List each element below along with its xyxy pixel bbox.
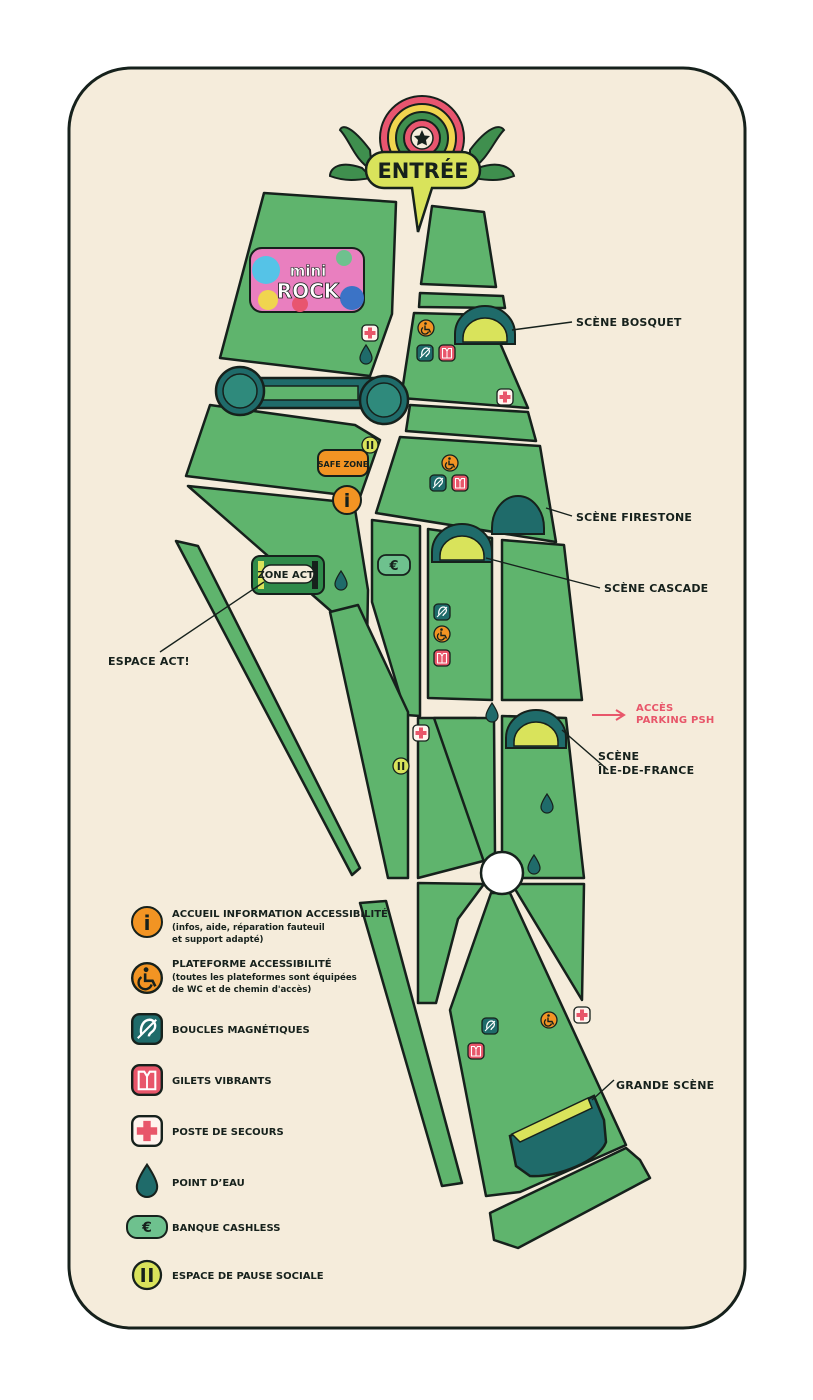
social-pause-icon [131,1259,163,1291]
label-scene-bosquet: SCÈNE BOSQUET [576,316,682,329]
svg-text:€: € [141,1220,152,1236]
svg-text:SAFE ZONE: SAFE ZONE [318,460,368,469]
zone-top-right-strip [417,291,507,310]
first-aid-icon [496,388,514,406]
zone-left-central-strip [328,603,410,880]
svg-text:(infos, aide, réparation faute: (infos, aide, réparation fauteuil [172,922,325,933]
label-scene-idf-line2: ÎLE-DE-FRANCE [598,764,694,777]
legend-item-info: i ACCUEIL INFORMATION ACCESSIBILITÉ (inf… [131,906,388,945]
bridge [214,365,410,426]
svg-text:BANQUE CASHLESS: BANQUE CASHLESS [172,1223,280,1234]
svg-text:et support adapté): et support adapté) [172,934,264,945]
label-scene-idf-line1: SCÈNE [598,750,639,763]
wheelchair-icon [433,625,451,643]
legend-item-hearing-loop: BOUCLES MAGNÉTIQUES [130,1012,310,1046]
wheelchair-icon [417,319,435,337]
wheelchair-icon [441,454,459,472]
stage-bosquet [454,305,516,345]
zone-long-left-strip [174,539,362,877]
hearing-loop-icon [481,1017,499,1035]
safe-zone-badge: SAFE ZONE [317,449,369,477]
label-espace-act: ESPACE ACT! [108,655,190,668]
stage-grande-scene [508,1094,608,1178]
hearing-loop-icon [433,603,451,621]
svg-text:i: i [344,490,351,512]
zone-act-badge: ZONE ACT! [251,555,325,595]
legend: i ACCUEIL INFORMATION ACCESSIBILITÉ (inf… [126,906,388,1291]
wheelchair-icon [130,961,164,995]
map-cashless-bank: € [377,554,411,576]
wheelchair-icon [540,1011,558,1029]
info-icon: i [144,911,151,935]
zone-top-right-small [419,204,498,289]
svg-text:POSTE DE SECOURS: POSTE DE SECOURS [172,1127,284,1138]
svg-text:ESPACE DE PAUSE SOCIALE: ESPACE DE PAUSE SOCIALE [172,1271,324,1282]
label-grande-scene: GRANDE SCÈNE [616,1079,714,1092]
social-pause-icon [392,757,410,775]
svg-text:POINT D’EAU: POINT D’EAU [172,1178,245,1189]
hearing-loop-icon [130,1012,164,1046]
mini-rock-badge: mini ROCK [249,247,365,313]
zone-right-strip-2 [404,403,538,443]
central-roundabout [479,850,525,896]
vibrating-vest-icon [438,344,456,362]
vibrating-vest-icon [467,1042,485,1060]
svg-text:(toutes les plateformes sont é: (toutes les plateformes sont équipées [172,972,357,983]
label-scene-cascade: SCÈNE CASCADE [604,582,708,595]
first-aid-icon [412,724,430,742]
entrance-star-icon [414,130,430,146]
svg-text:ACCUEIL INFORMATION ACCESSIBIL: ACCUEIL INFORMATION ACCESSIBILITÉ [172,907,388,920]
label-acces: ACCÈS [636,701,673,714]
legend-item-vibrating-vest: GILETS VIBRANTS [130,1063,272,1097]
label-scene-firestone: SCÈNE FIRESTONE [576,511,692,524]
label-parking-psh: PARKING PSH [636,715,714,726]
vibrating-vest-icon [130,1063,164,1097]
legend-item-cashless-bank: € BANQUE CASHLESS [126,1215,280,1239]
stage-cascade [431,523,493,563]
zone-bottom-left-small [416,881,486,1005]
legend-item-social-pause: ESPACE DE PAUSE SOCIALE [131,1259,324,1291]
hearing-loop-icon [429,474,447,492]
stage-firestone [491,495,545,535]
entrance-label: ENTRÉE [377,158,468,183]
zone-right-column [500,538,584,702]
legend-item-wheelchair: PLATEFORME ACCESSIBILITÉ (toutes les pla… [130,957,357,995]
legend-item-water-point: POINT D’EAU [135,1163,245,1199]
hearing-loop-icon [416,344,434,362]
parking-arrow [592,709,626,721]
first-aid-icon [573,1006,591,1024]
zone-long-bottom-strip [358,899,464,1188]
svg-text:GILETS VIBRANTS: GILETS VIBRANTS [172,1076,272,1087]
first-aid-icon [361,324,379,342]
map-info-point: i [332,485,362,515]
vibrating-vest-icon [451,474,469,492]
svg-text:€: € [388,559,398,574]
social-pause-icon [361,436,379,454]
svg-text:ZONE ACT!: ZONE ACT! [258,570,319,581]
zone-bottom-strip [488,1146,652,1250]
mini-rock-text-rock: ROCK [277,279,341,303]
entrance: ENTRÉE [328,95,516,233]
stage-ile-de-france [505,709,567,749]
entrance-speech-bubble [364,150,482,233]
svg-text:PLATEFORME ACCESSIBILITÉ: PLATEFORME ACCESSIBILITÉ [172,957,332,970]
vibrating-vest-icon [433,649,451,667]
svg-text:BOUCLES MAGNÉTIQUES: BOUCLES MAGNÉTIQUES [172,1023,310,1036]
leader-lines [159,321,615,1101]
svg-text:de WC et de chemin d'accès): de WC et de chemin d'accès) [172,984,311,995]
first-aid-icon [130,1114,164,1148]
mini-rock-text-mini: mini [290,262,327,280]
zone-bottom-right-small [510,882,586,1002]
legend-item-first-aid: POSTE DE SECOURS [130,1114,284,1148]
cashless-bank-icon [126,1215,168,1239]
